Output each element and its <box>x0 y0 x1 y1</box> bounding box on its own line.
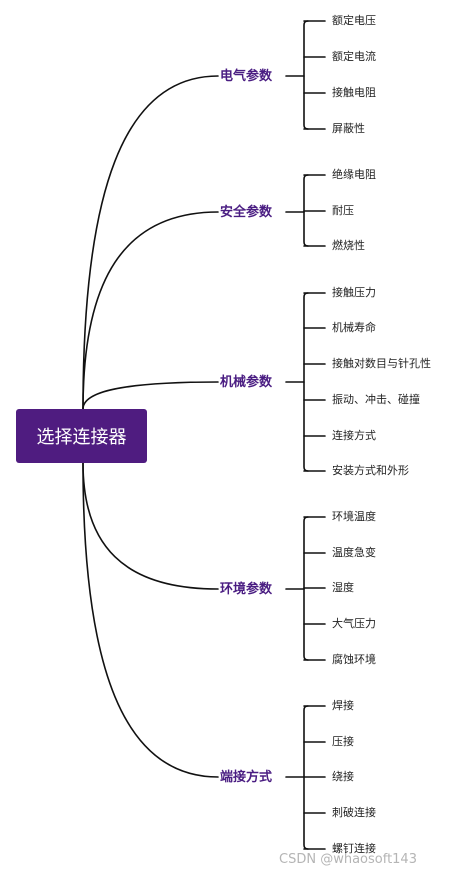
leaf-item: 压接 <box>332 735 354 748</box>
leaf-item: 绝缘电阻 <box>332 168 376 181</box>
leaf-item: 湿度 <box>332 581 354 594</box>
bracket-line <box>303 292 309 472</box>
leaf-item: 接触压力 <box>332 286 376 299</box>
root-label: 选择连接器 <box>36 427 127 448</box>
leaf-item: 绕接 <box>332 770 354 783</box>
leaf-item: 屏蔽性 <box>332 122 365 135</box>
connector-lines <box>82 20 326 850</box>
leaf-item: 接触对数目与针孔性 <box>332 357 431 370</box>
leaf-item: 环境温度 <box>332 510 376 523</box>
branch-curve <box>82 462 219 778</box>
category-termination: 端接方式 <box>220 770 273 785</box>
bracket-line <box>303 20 309 130</box>
leaf-item: 焊接 <box>332 699 354 712</box>
leaf-item: 大气压力 <box>332 617 376 630</box>
leaf-item: 接触电阻 <box>332 86 376 99</box>
branch-curve <box>82 75 219 410</box>
leaf-item: 振动、冲击、碰撞 <box>332 393 420 406</box>
branch-curve <box>82 381 219 410</box>
leaf-item: 腐蚀环境 <box>332 653 376 666</box>
leaf-item: 机械寿命 <box>332 321 376 334</box>
leaf-item: 额定电压 <box>332 14 376 27</box>
leaf-item: 连接方式 <box>332 429 376 442</box>
leaf-item: 温度急变 <box>332 546 376 559</box>
category-safety: 安全参数 <box>220 205 273 220</box>
leaf-item: 刺破连接 <box>332 806 376 819</box>
category-mechanical: 机械参数 <box>220 375 273 390</box>
leaf-item: 螺钉连接 <box>332 842 376 855</box>
category-electrical: 电气参数 <box>220 69 273 84</box>
leaf-item: 耐压 <box>332 204 354 217</box>
category-environment: 环境参数 <box>220 582 273 597</box>
branch-curve <box>82 211 219 410</box>
leaf-item: 燃烧性 <box>332 239 365 252</box>
leaf-item: 额定电流 <box>332 50 376 63</box>
watermark: CSDN @whaosoft143 <box>279 852 417 867</box>
leaf-item: 安装方式和外形 <box>332 464 409 477</box>
root-node: 选择连接器 <box>16 409 147 463</box>
branch-curve <box>82 462 219 590</box>
